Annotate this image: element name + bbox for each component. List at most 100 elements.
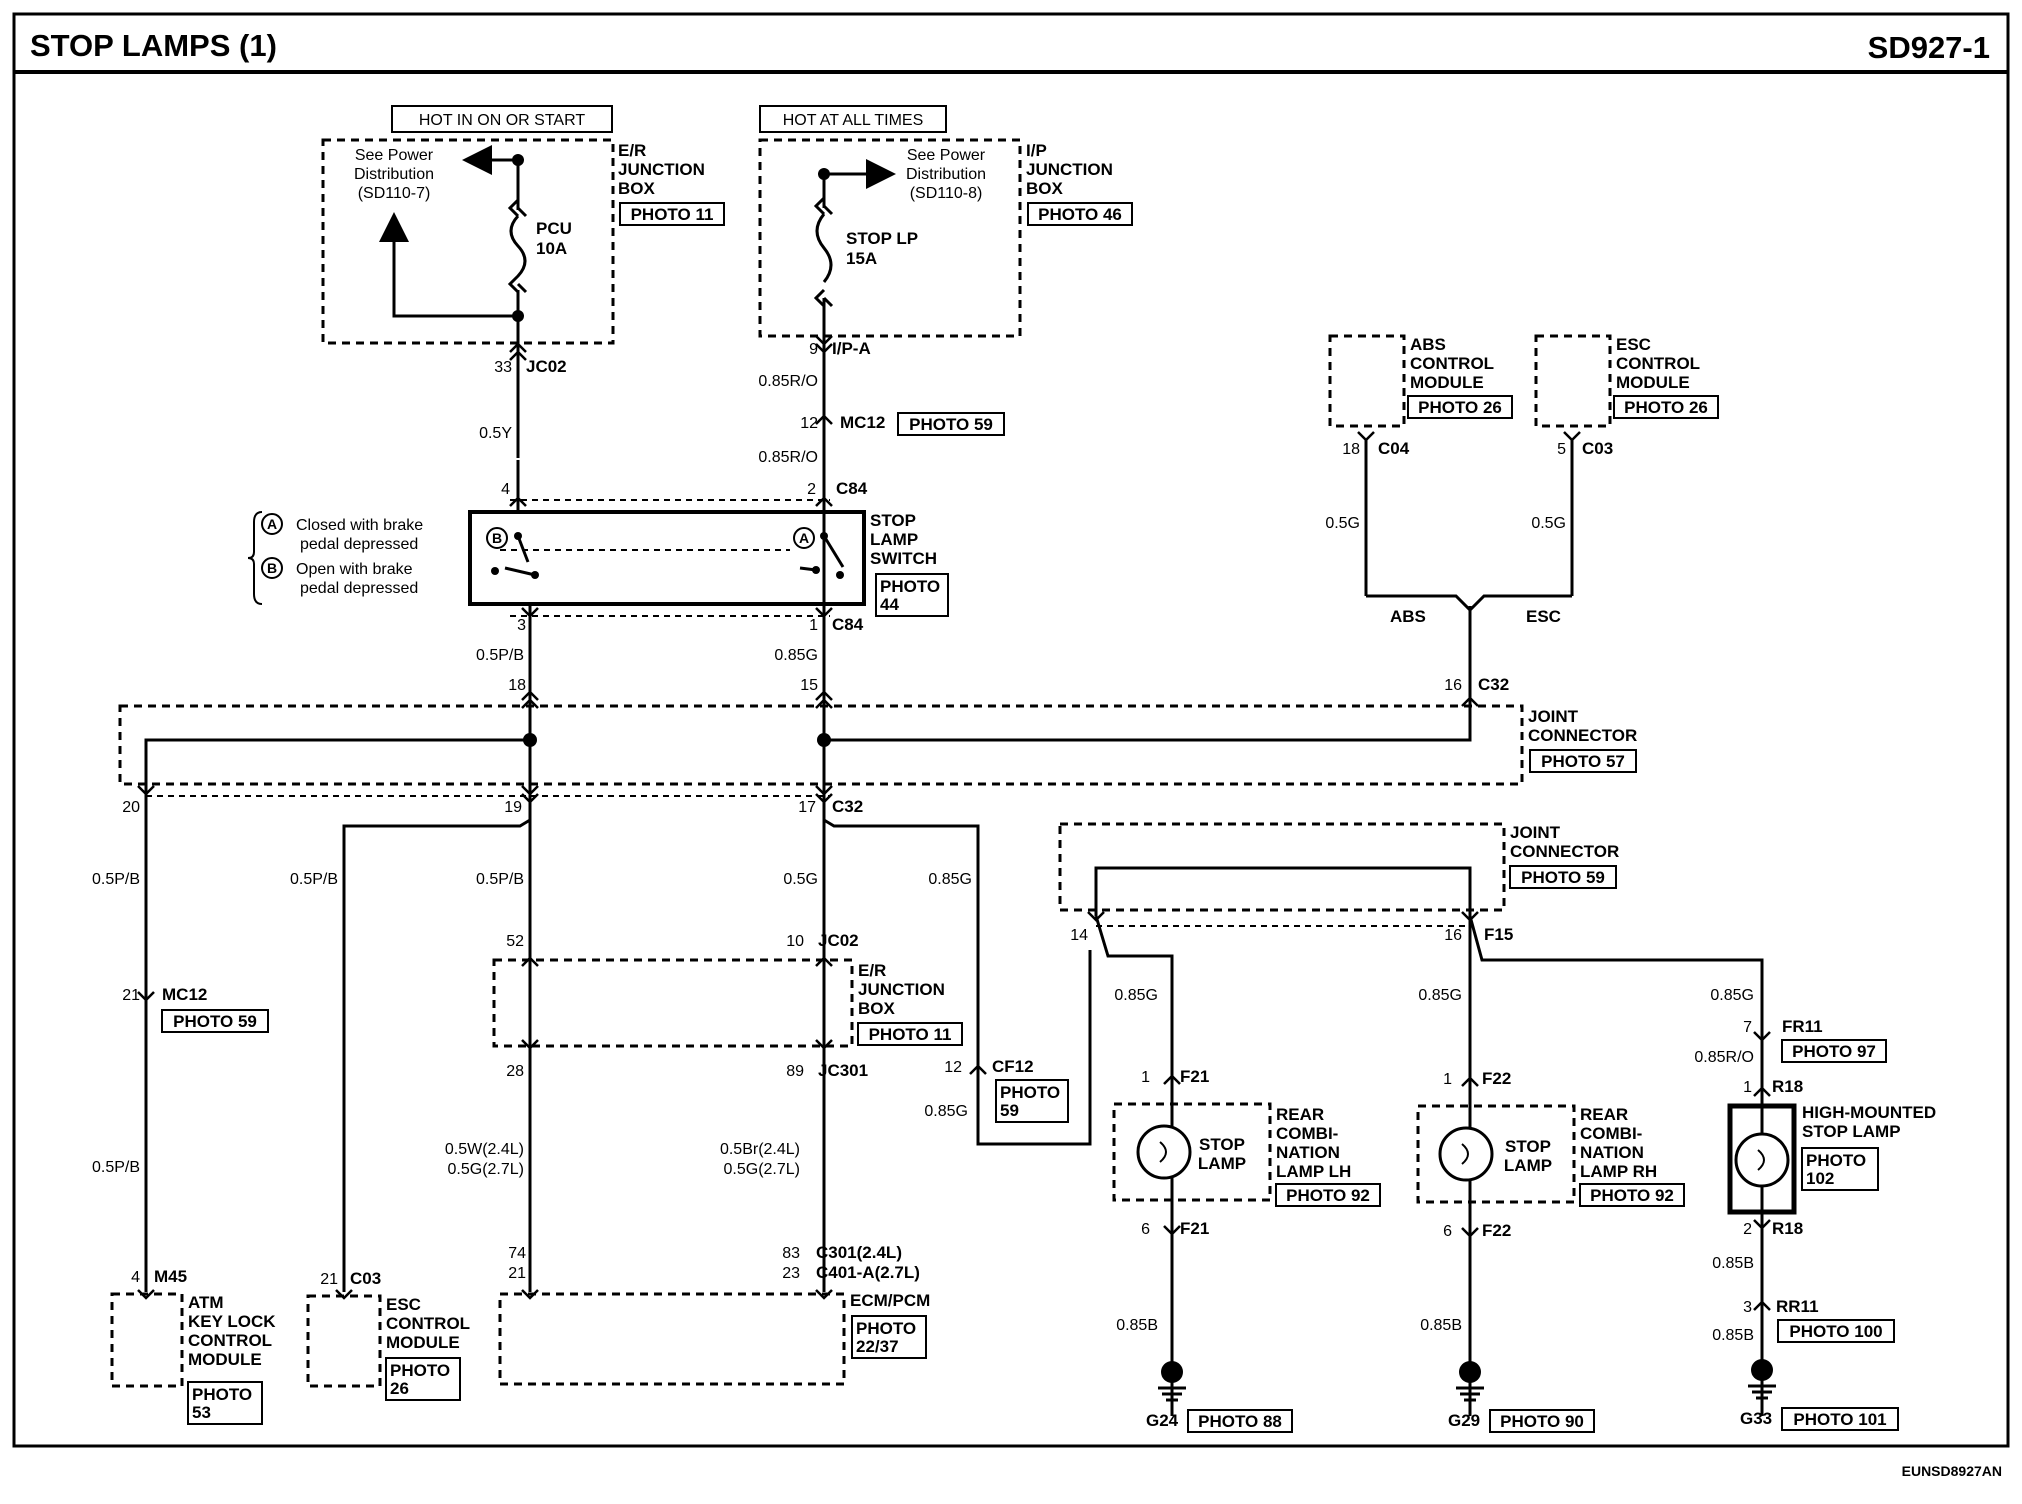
conn-jc301: JC301 — [818, 1061, 868, 1080]
wire-05pb-2: 0.5P/B — [290, 871, 338, 888]
pin-89: 89 — [786, 1063, 804, 1080]
photo102-box — [1801, 1147, 1879, 1191]
high-mounted-stop-lamp — [1727, 1103, 1797, 1215]
photo57-box — [1529, 749, 1637, 773]
photo2237-box — [851, 1315, 927, 1359]
joint-connector-c32 — [118, 704, 1524, 786]
pin-1: 1 — [809, 617, 818, 634]
photo53-box — [187, 1381, 263, 1425]
wire-085b-r: 0.85B — [1420, 1317, 1462, 1334]
photo59cf-box — [995, 1079, 1069, 1123]
pin-3-rr11: 3 — [1743, 1299, 1752, 1316]
photo26-esc: PHOTO 26 — [1624, 398, 1708, 417]
photo59b-box — [161, 1009, 269, 1033]
photo90: PHOTO 90 — [1500, 1412, 1584, 1431]
pin-2: 2 — [807, 481, 816, 498]
ground-g24: G24 — [1146, 1411, 1179, 1430]
pin-4-m45: 4 — [131, 1269, 140, 1286]
pin-21-c03: 21 — [320, 1271, 338, 1288]
conn-c84-top: C84 — [836, 479, 868, 498]
wire-085b-h2: 0.85B — [1712, 1327, 1754, 1344]
pin-74: 74 — [508, 1245, 526, 1262]
wire-05br: 0.5Br(2.4L) — [720, 1141, 800, 1158]
switch-contact — [836, 571, 844, 579]
wire-085g-r: 0.85G — [1418, 987, 1462, 1004]
wire-085g-h: 0.85G — [1710, 987, 1754, 1004]
ground-g33: G33 — [1740, 1409, 1772, 1428]
photo26-esc-box — [1613, 395, 1719, 419]
wire — [1468, 915, 1764, 1416]
switch-blade — [822, 535, 845, 568]
photo11-label: PHOTO 11 — [631, 205, 714, 224]
switch-blade — [799, 566, 817, 572]
conn-mc12-a: MC12 — [840, 413, 885, 432]
fuse-pcu-icon — [507, 198, 528, 294]
photo44-box — [875, 573, 949, 617]
conn-c84-bot: C84 — [832, 615, 864, 634]
conn-f15: F15 — [1484, 925, 1513, 944]
note-b-circle — [261, 557, 283, 579]
photo57: PHOTO 57 — [1541, 752, 1625, 771]
photo88: PHOTO 88 — [1198, 1412, 1282, 1431]
wire-085ro-1: 0.85R/O — [758, 373, 818, 390]
note-b-mark: B — [267, 560, 277, 576]
photo59j-box — [1509, 865, 1617, 889]
photo92l: PHOTO 92 — [1286, 1186, 1370, 1205]
splice-dot — [523, 733, 537, 747]
pin-1-r18: 1 — [1743, 1079, 1752, 1096]
mark-a-circle — [793, 527, 815, 549]
wire-05pb-a: 0.5P/B — [476, 647, 524, 664]
ip-junction-box — [758, 138, 1022, 338]
photo92r-box — [1579, 1183, 1685, 1207]
photo46-label: PHOTO 46 — [1038, 205, 1122, 224]
wire-05g-esc: 0.5G — [1531, 515, 1566, 532]
pin-9: 9 — [809, 341, 818, 358]
hot-all-box — [759, 105, 947, 133]
pin-21: 21 — [122, 987, 140, 1004]
photo88-box — [1187, 1409, 1293, 1433]
fuse-stop-icon — [813, 196, 834, 308]
pin-83: 83 — [782, 1245, 800, 1262]
photo92r: PHOTO 92 — [1590, 1186, 1674, 1205]
wire — [144, 738, 530, 792]
wire — [379, 212, 518, 318]
ground-g29-icon — [1456, 1361, 1484, 1402]
connector-chevrons — [137, 335, 1771, 1311]
bulb-rh-icon — [1438, 1126, 1494, 1182]
page-title: STOP LAMPS (1) — [30, 28, 277, 63]
pin-7: 7 — [1743, 1019, 1752, 1036]
conn-f21-bot: F21 — [1180, 1219, 1209, 1238]
wire-05g27b: 0.5G(2.7L) — [724, 1161, 800, 1178]
hot-start-label: HOT IN ON OR START — [419, 112, 585, 129]
conn-c04: C04 — [1378, 439, 1410, 458]
pin-16b: 16 — [1444, 927, 1462, 944]
diagram-code: SD927-1 — [1868, 30, 1990, 65]
photo11b-box — [857, 1022, 963, 1046]
hot-all-label: HOT AT ALL TIMES — [783, 112, 924, 129]
wire-085b-h1: 0.85B — [1712, 1255, 1754, 1272]
wire — [342, 818, 531, 1292]
wire — [1094, 866, 1472, 916]
ground-g24-icon — [1158, 1361, 1186, 1402]
pin-52: 52 — [506, 933, 524, 950]
pin-12a: 12 — [800, 415, 818, 432]
pin-12b: 12 — [944, 1059, 962, 1076]
conn-fr11: FR11 — [1782, 1017, 1823, 1036]
wire-085g-cf2: 0.85G — [924, 1103, 968, 1120]
wire-05g-abs: 0.5G — [1325, 515, 1360, 532]
page-frame — [12, 12, 2010, 1448]
note-a-mark: A — [267, 516, 277, 532]
photo26-abs-box — [1407, 395, 1513, 419]
photo101-box — [1781, 1407, 1899, 1431]
conn-ipa: I/P-A — [832, 339, 871, 358]
